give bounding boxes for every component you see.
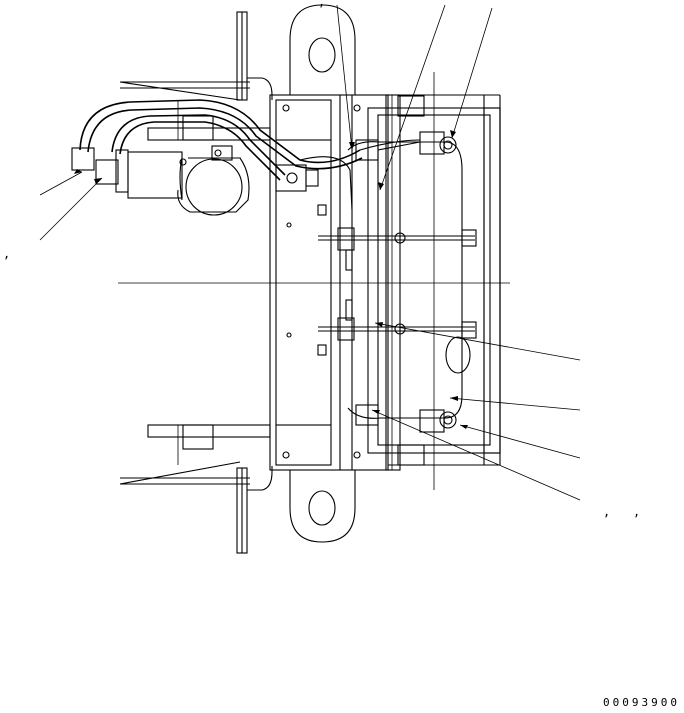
comma-mark-left: , <box>3 247 11 261</box>
upper-lifting-eye <box>289 4 356 95</box>
tie-rods <box>318 227 477 341</box>
lower-lifting-eye <box>289 470 356 543</box>
lower-left-bracket <box>119 424 273 554</box>
comma-mark-bottom-right-a: , <box>603 505 611 519</box>
comma-mark-top: , <box>318 0 326 9</box>
comma-mark-bottom-right-b: , <box>633 505 641 519</box>
upper-fittings <box>355 95 457 161</box>
hydraulic-hoses <box>79 99 421 211</box>
lower-fittings <box>355 404 457 466</box>
drawing-code: 00093900 <box>603 696 680 709</box>
tank <box>347 141 471 419</box>
main-frame <box>269 94 389 471</box>
pump-motor <box>71 145 319 216</box>
leader-lines <box>39 4 581 501</box>
upper-left-bracket <box>119 11 273 141</box>
